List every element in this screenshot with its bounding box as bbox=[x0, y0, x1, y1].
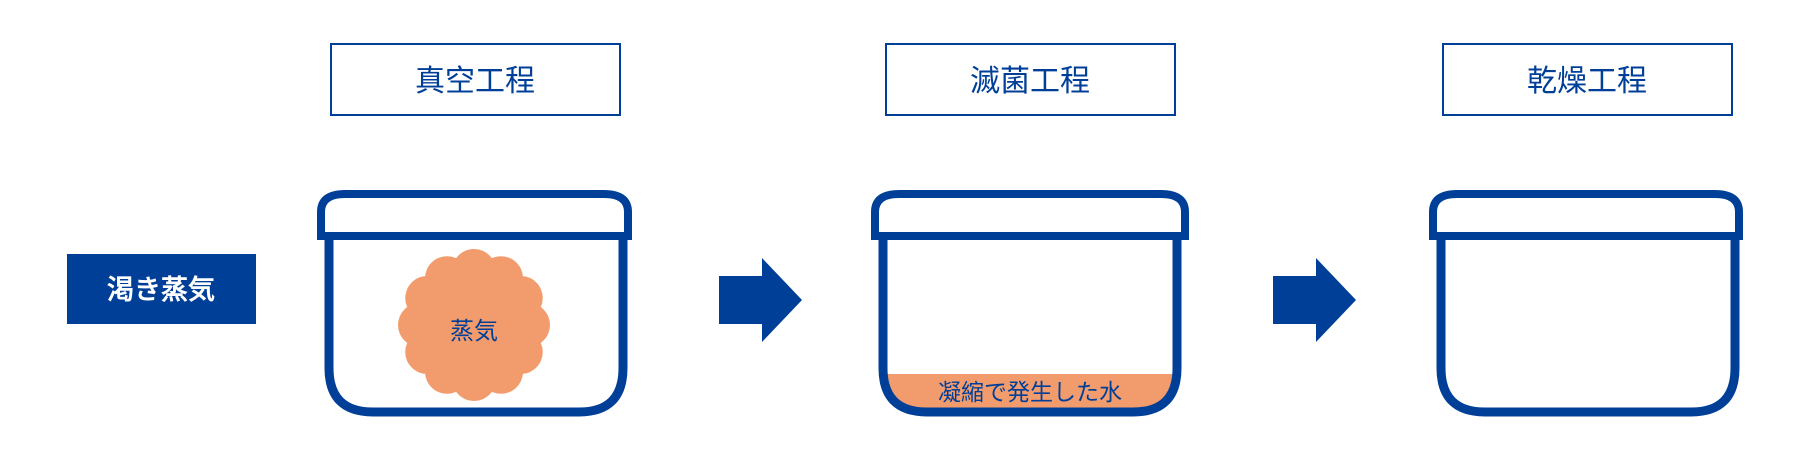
container-vacuum: 蒸気 bbox=[317, 190, 632, 417]
stage-title-vacuum: 真空工程 bbox=[330, 43, 621, 116]
arrow-right-icon bbox=[1273, 258, 1356, 342]
stage-title-drying: 乾燥工程 bbox=[1442, 43, 1733, 116]
svg-text:乾燥工程: 乾燥工程 bbox=[1527, 64, 1647, 99]
dry-steam-label: 渇き蒸気 bbox=[67, 254, 256, 324]
container-sterilization: 凝縮で発生した水 bbox=[871, 190, 1189, 417]
container-drying bbox=[1429, 190, 1743, 417]
condensed-water bbox=[883, 374, 1177, 408]
dry-steam-text: 渇き蒸気 bbox=[107, 274, 215, 306]
arrow-right-icon bbox=[719, 258, 802, 342]
svg-text:滅菌工程: 滅菌工程 bbox=[970, 64, 1090, 99]
stage-title-sterilization: 滅菌工程 bbox=[885, 43, 1176, 116]
condensed-water-text: 凝縮で発生した水 bbox=[938, 380, 1122, 406]
steam-cloud bbox=[398, 249, 550, 401]
cloud-lobe bbox=[498, 276, 543, 320]
steam-text: 蒸気 bbox=[450, 317, 498, 345]
svg-text:真空工程: 真空工程 bbox=[415, 64, 535, 99]
